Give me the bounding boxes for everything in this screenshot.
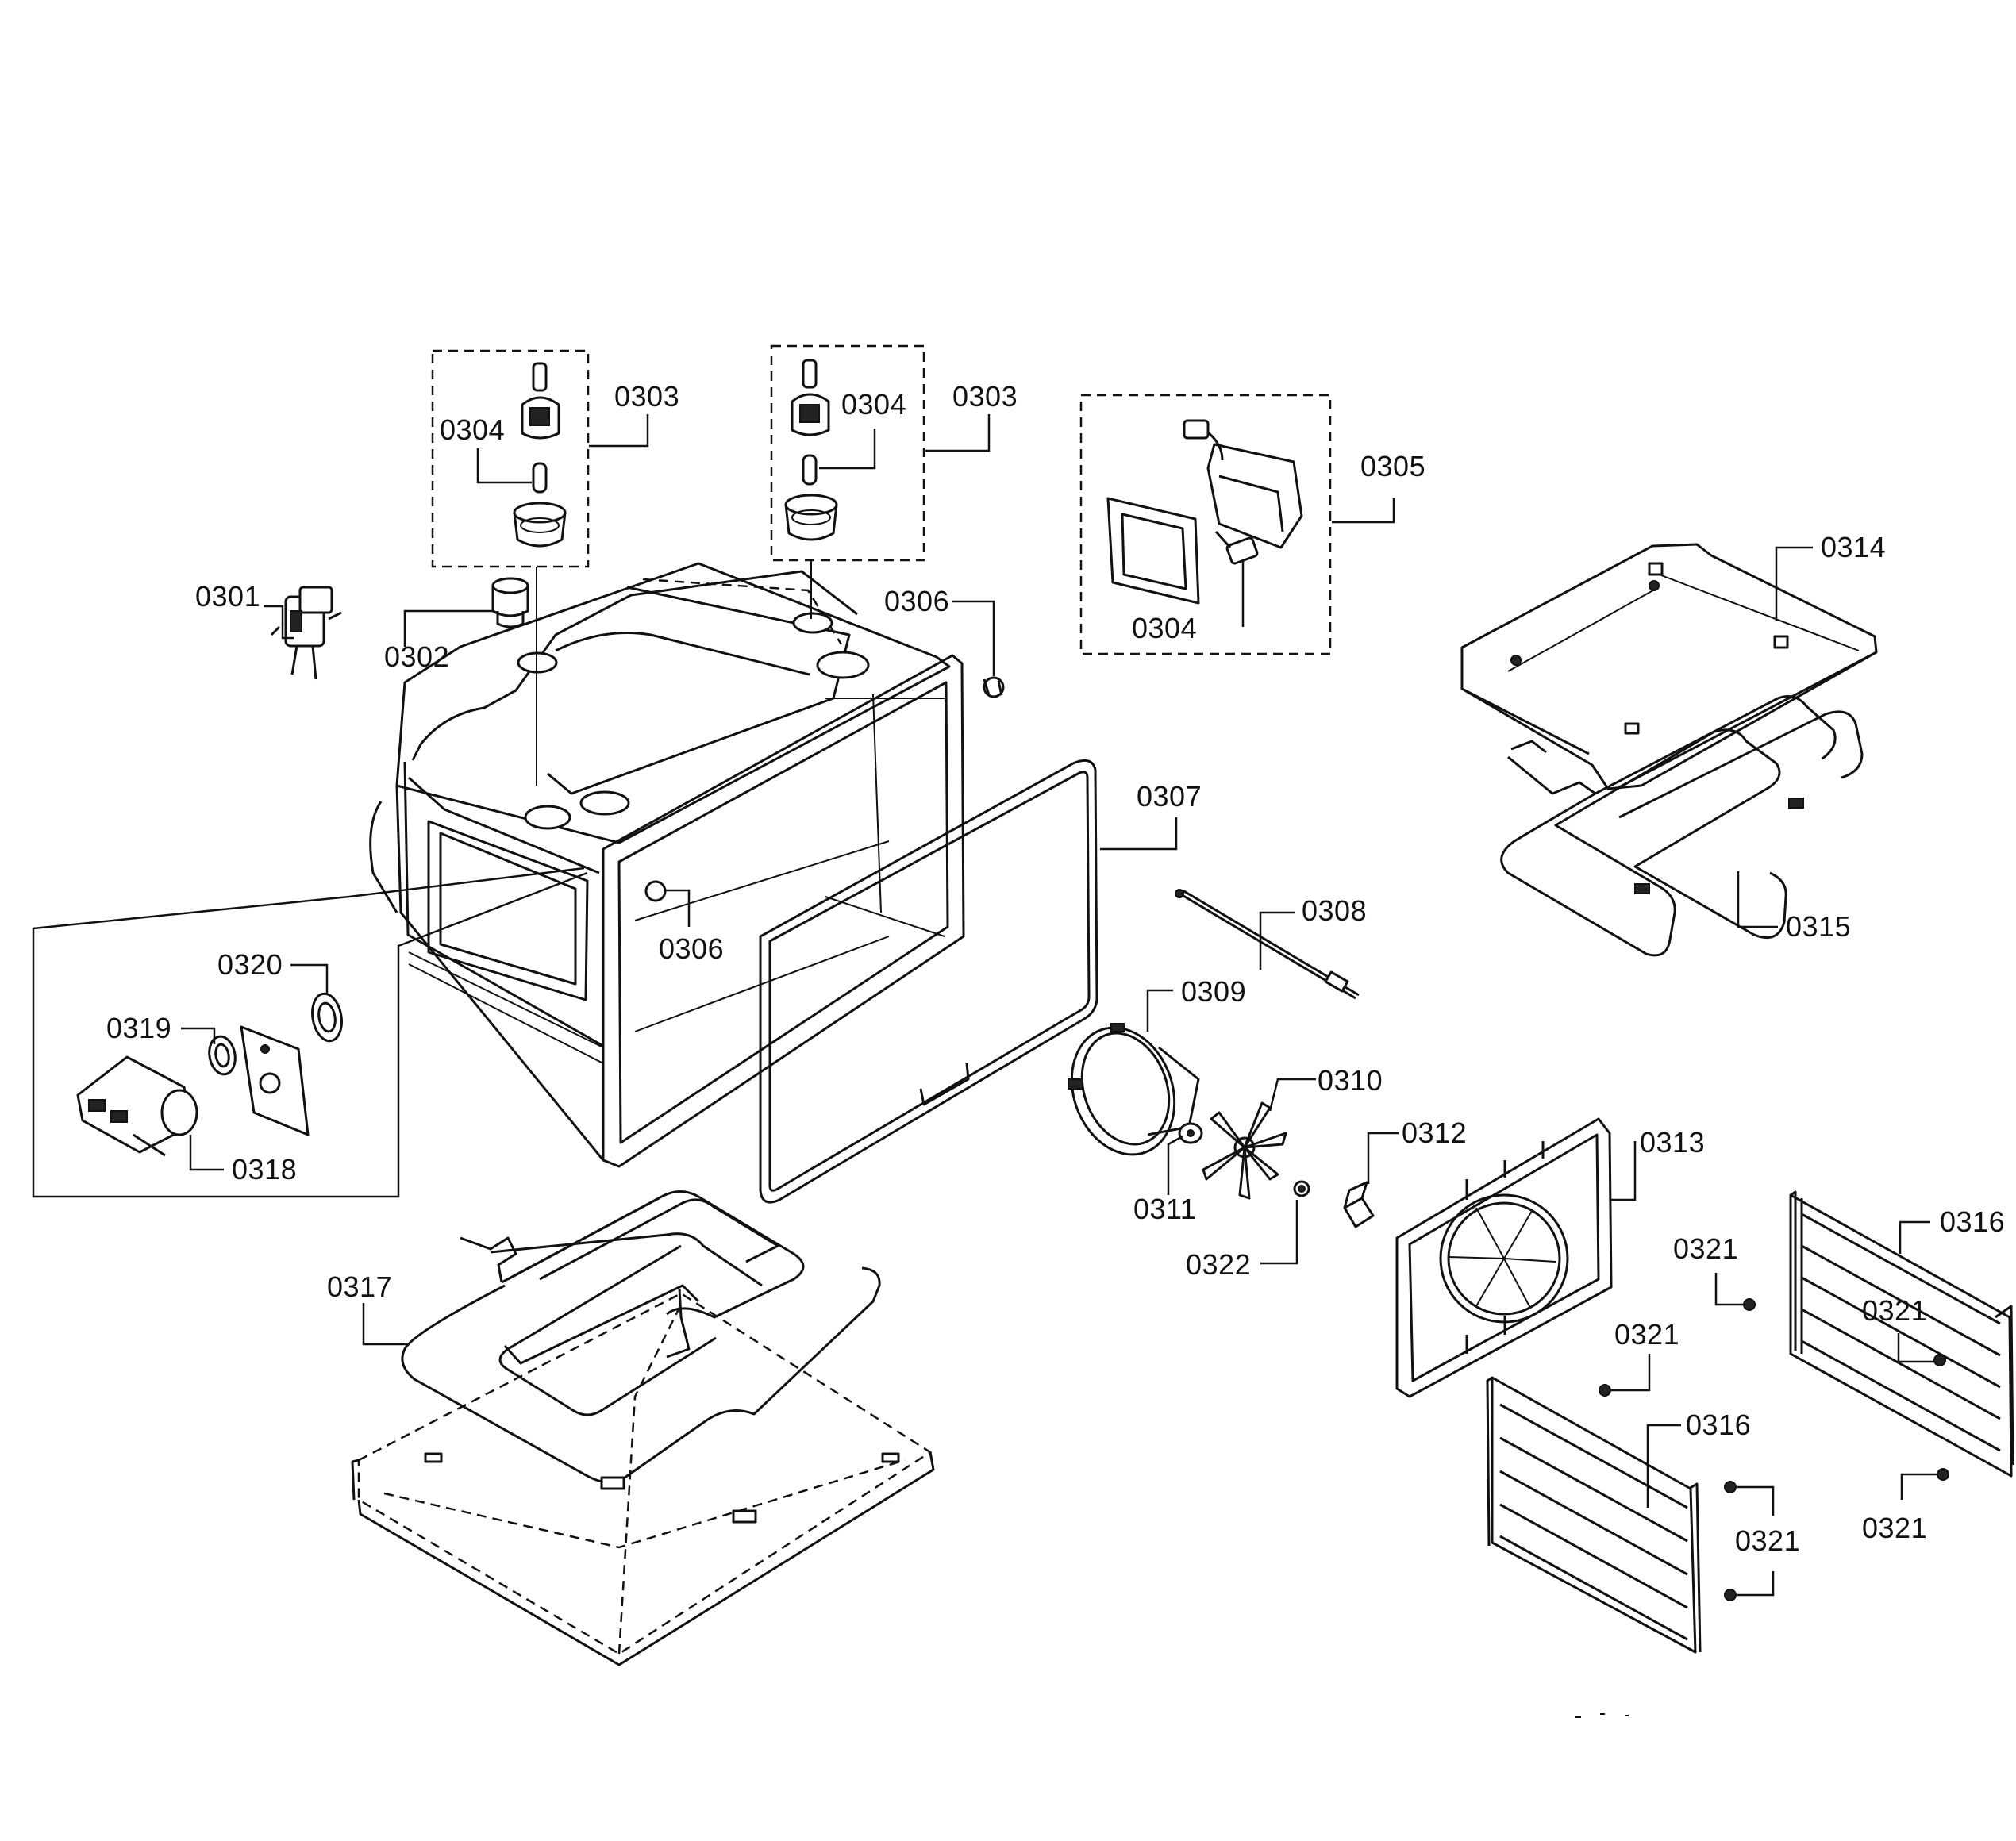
callout-0304-left: 0304 (440, 413, 505, 446)
callout-0303-right: 0303 (952, 380, 1018, 413)
part-0303-lamp-assembly-right (784, 359, 838, 541)
callout-0309: 0309 (1181, 975, 1246, 1008)
callout-0305: 0305 (1360, 450, 1425, 482)
callout-0319: 0319 (106, 1012, 171, 1044)
callout-0313: 0313 (1640, 1126, 1705, 1159)
part-0309-convection-fan-shroud (1068, 1023, 1200, 1156)
callout-0306-front: 0306 (659, 932, 724, 965)
callout-0322: 0322 (1186, 1248, 1251, 1281)
callout-0302: 0302 (384, 640, 449, 673)
part-0308-temperature-sensor (1175, 889, 1360, 1000)
callout-0316-right: 0316 (1940, 1205, 2005, 1238)
callout-0307: 0307 (1137, 780, 1202, 813)
part-0316-rack-support-right (1789, 1190, 2014, 1478)
oven-bottom-panel (351, 1288, 935, 1666)
part-0321-screws (1599, 1298, 1949, 1601)
lamp-assembly-group-box-left (431, 349, 590, 568)
callout-0321-b: 0321 (1862, 1294, 1927, 1327)
callout-0310: 0310 (1318, 1064, 1383, 1097)
part-0313-fan-cover-plate (1395, 1117, 1613, 1398)
part-0322-washer (1293, 1180, 1310, 1197)
part-0301-door-lock-motor (270, 586, 342, 680)
callout-0314: 0314 (1821, 531, 1886, 563)
callout-0308: 0308 (1302, 894, 1367, 927)
callout-0304-right: 0304 (841, 388, 906, 421)
callout-0312: 0312 (1402, 1117, 1467, 1149)
part-0302-lamp-holder (491, 577, 529, 628)
part-0307-door-seal (759, 759, 1098, 1204)
part-0311-fan-nut (1178, 1122, 1203, 1144)
callout-0311: 0311 (1133, 1193, 1196, 1225)
callout-0321-d: 0321 (1735, 1524, 1800, 1557)
part-0310-convection-fan-blade (1202, 1101, 1287, 1200)
callout-0321-e: 0321 (1862, 1512, 1927, 1544)
leader-lines (181, 414, 1938, 1597)
part-0315-broil-element (1500, 695, 1864, 957)
door-lock-detail-inset (32, 867, 588, 1198)
callout-0321-c: 0321 (1614, 1318, 1679, 1351)
stray-marks (1575, 1713, 1629, 1718)
callout-0303-left: 0303 (614, 380, 679, 413)
part-0305-side-lamp-assembly (1106, 419, 1303, 605)
part-0317-bake-element (401, 1190, 881, 1484)
callout-0318: 0318 (232, 1153, 297, 1186)
part-0314-heating-element-cover (1460, 543, 1878, 790)
callout-0306-top: 0306 (884, 585, 949, 617)
oven-cavity-housing (369, 562, 1005, 1168)
callout-0315: 0315 (1786, 910, 1851, 943)
part-0316-rack-support-left (1486, 1376, 1702, 1654)
callout-0320: 0320 (217, 948, 283, 981)
callout-0316-left: 0316 (1686, 1409, 1751, 1441)
lamp-assembly-group-box-right (770, 344, 925, 562)
callout-0304-side: 0304 (1132, 612, 1197, 644)
callout-0321-a: 0321 (1673, 1232, 1738, 1265)
callout-0317: 0317 (327, 1270, 392, 1303)
callout-labels: 0301 0302 0303 0304 0303 0304 0305 0304 … (106, 380, 2005, 1557)
part-0312-bushing (1343, 1181, 1375, 1228)
part-0303-lamp-assembly-left (513, 362, 567, 548)
callout-0301: 0301 (195, 580, 260, 613)
